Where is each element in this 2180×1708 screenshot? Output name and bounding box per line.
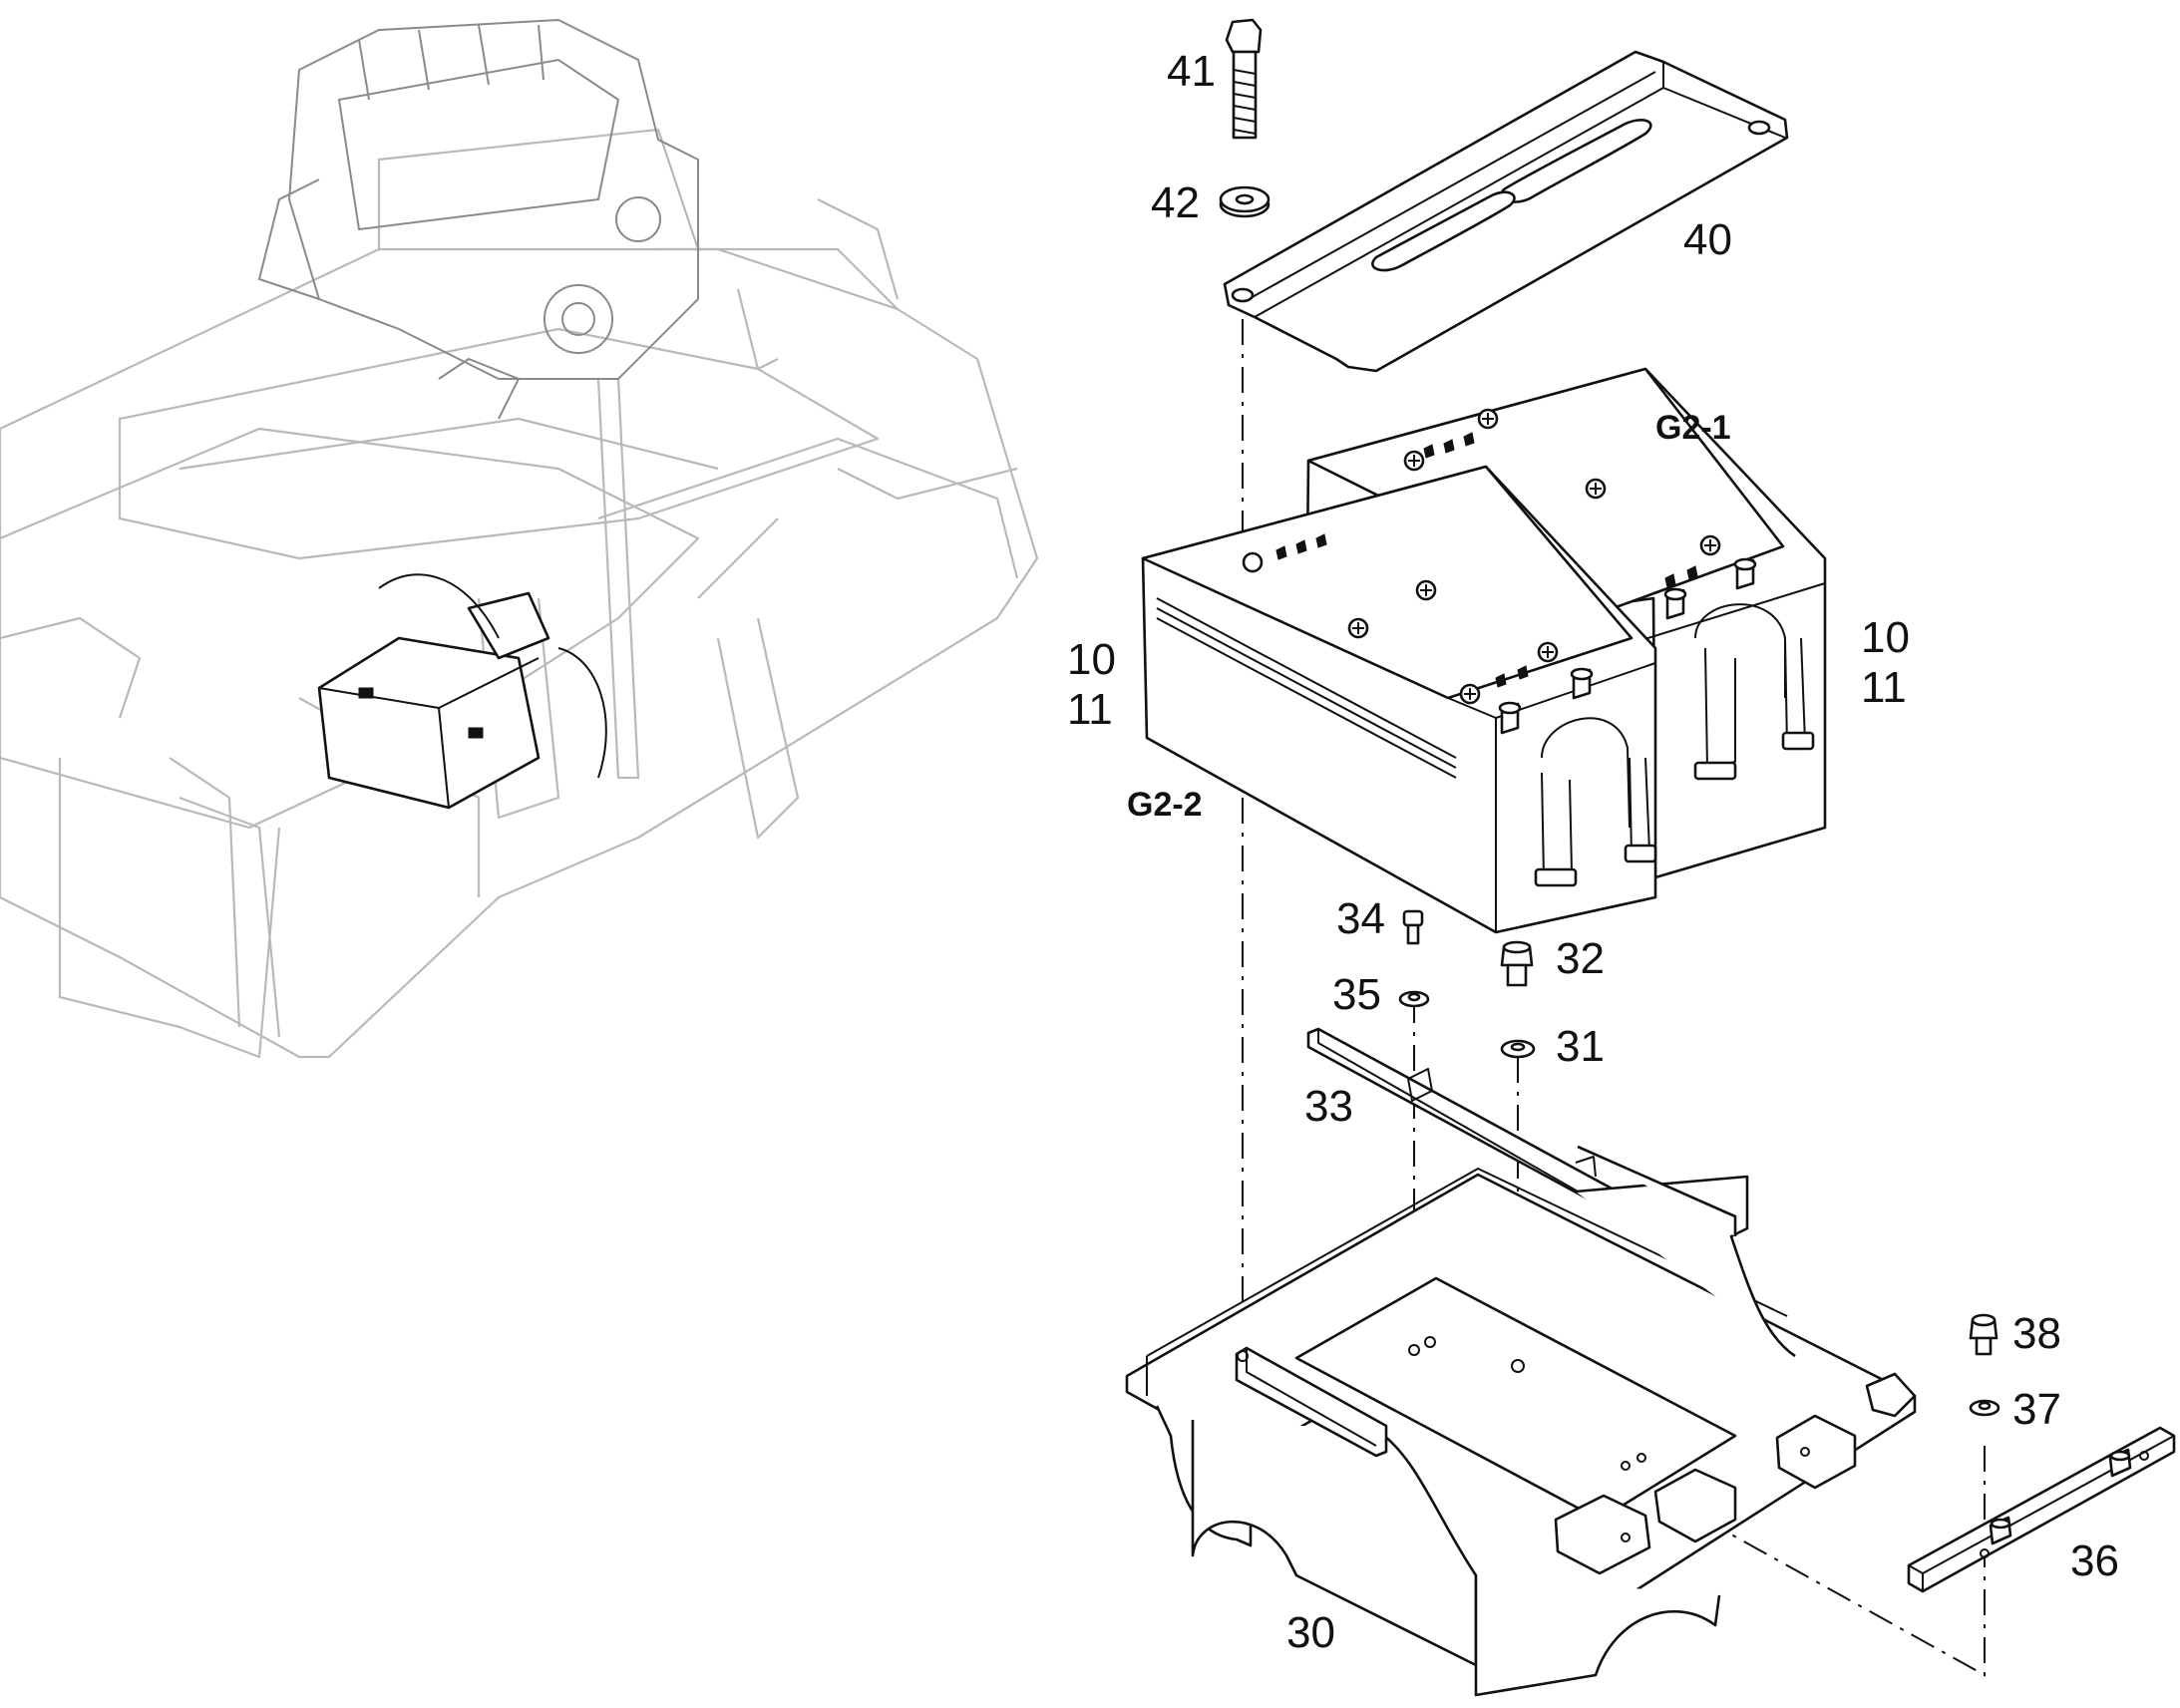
bolt-part-41 — [1225, 18, 1263, 140]
washer-part-35 — [1398, 990, 1430, 1008]
machine-overview-illustration — [0, 18, 1039, 1059]
label-battery-g2-2: G2-2 — [1127, 786, 1203, 824]
bolt-part-34 — [1402, 909, 1424, 945]
bolt-part-38 — [1969, 1313, 1998, 1356]
callout-11-left: 11 — [1067, 685, 1113, 734]
callout-32: 32 — [1556, 934, 1605, 983]
washer-part-37 — [1969, 1399, 2000, 1417]
callout-34: 34 — [1336, 894, 1385, 943]
callout-10-left: 10 — [1067, 635, 1116, 684]
callout-33: 33 — [1304, 1082, 1353, 1131]
bracket-plate-part-40 — [1223, 50, 1789, 373]
callout-30: 30 — [1286, 1608, 1335, 1657]
callout-36: 36 — [2070, 1537, 2119, 1585]
callout-37: 37 — [2012, 1385, 2061, 1434]
callout-labels: 41 42 40 G2-1 10 11 10 11 G2-2 34 32 35 … — [1067, 47, 2119, 1657]
battery-assembly — [1141, 367, 1827, 934]
washer-part-31 — [1500, 1039, 1536, 1059]
battery-tray-part-30 — [1125, 1145, 1917, 1697]
callout-35: 35 — [1332, 970, 1381, 1019]
washer-part-42 — [1219, 185, 1271, 218]
angle-strip-part-36 — [1907, 1426, 2176, 1593]
callout-10-right: 10 — [1861, 613, 1910, 662]
callout-31: 31 — [1556, 1022, 1605, 1071]
callout-41: 41 — [1167, 47, 1216, 96]
callout-11-right: 11 — [1861, 663, 1907, 712]
label-battery-g2-1: G2-1 — [1655, 409, 1731, 447]
bolt-part-32 — [1500, 940, 1534, 987]
callout-42: 42 — [1151, 178, 1200, 227]
callout-38: 38 — [2012, 1309, 2061, 1358]
callout-40: 40 — [1683, 215, 1732, 264]
